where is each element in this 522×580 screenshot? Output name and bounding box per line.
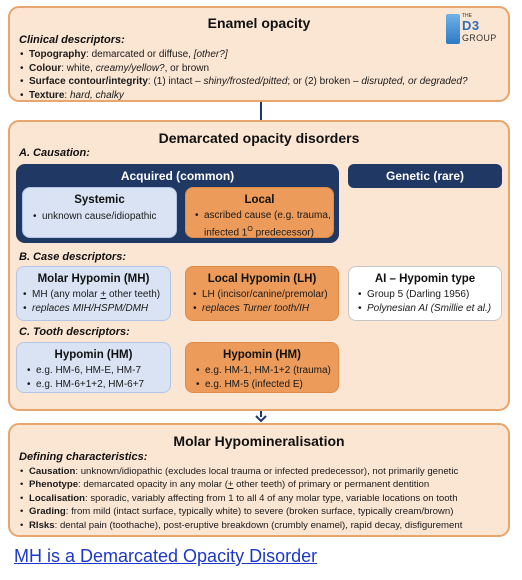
- defining-characteristics-heading: Defining characteristics:: [19, 451, 148, 463]
- enamel-opacity-title: Enamel opacity: [207, 15, 311, 31]
- list-item: e.g. HM-1, HM-1+2 (trauma): [196, 364, 338, 378]
- list-item: Grading: from mild (intact surface, typi…: [20, 505, 504, 519]
- ai-hypomin-title: AI – Hypomin type: [374, 273, 476, 285]
- list-item: e.g. HM-5 (infected E): [196, 378, 338, 392]
- defining-characteristics-list: Causation: unknown/idiopathic (excludes …: [20, 465, 504, 532]
- list-item: Texture: hard, chalky: [20, 89, 490, 103]
- demarcated-opacity-panel: Demarcated opacity disorders A. Causatio…: [8, 120, 510, 411]
- clinical-descriptors-list: Topography: demarcated or diffuse, [othe…: [20, 48, 490, 102]
- list-item: Localisation: sporadic, variably affecti…: [20, 492, 504, 506]
- clinical-descriptors-heading: Clinical descriptors:: [19, 34, 125, 46]
- acquired-group: Acquired (common) Systemic unknown cause…: [16, 164, 339, 243]
- list-item: Polynesian AI (Smillie et al.): [358, 302, 500, 316]
- list-item: MH (any molar + other teeth): [23, 288, 169, 302]
- molar-hypomin-title: Molar Hypomin (MH): [37, 273, 150, 285]
- d3-logo-icon: [446, 14, 460, 44]
- list-item: replaces Turner tooth/IH: [193, 302, 337, 316]
- causation-heading: A. Causation:: [19, 147, 90, 159]
- logo-text-the: THE: [462, 13, 472, 19]
- hypomin-hm-right-box: Hypomin (HM) e.g. HM-1, HM-1+2 (trauma) …: [185, 342, 339, 393]
- list-item: e.g. HM-6, HM-E, HM-7: [27, 364, 169, 378]
- list-item: Surface contour/integrity: (1) intact – …: [20, 75, 490, 89]
- molar-hypomin-box: Molar Hypomin (MH) MH (any molar + other…: [16, 266, 171, 321]
- d3-group-logo: THE D3 GROUP: [446, 13, 500, 45]
- demarcated-opacity-title: Demarcated opacity disorders: [158, 130, 360, 146]
- acquired-title: Acquired (common): [120, 169, 235, 183]
- local-hypomin-title: Local Hypomin (LH): [207, 273, 317, 285]
- local-hypomin-box: Local Hypomin (LH) LH (incisor/canine/pr…: [185, 266, 339, 321]
- list-item: unknown cause/idiopathic: [33, 210, 173, 224]
- list-item: Causation: unknown/idiopathic (excludes …: [20, 465, 504, 479]
- genetic-box: Genetic (rare): [348, 164, 502, 188]
- list-item: e.g. HM-6+1+2, HM-6+7: [27, 378, 169, 392]
- connector-line: [260, 411, 262, 417]
- systemic-box: Systemic unknown cause/idiopathic: [22, 187, 177, 238]
- tooth-descriptors-heading: C. Tooth descriptors:: [19, 326, 130, 338]
- ai-hypomin-box: AI – Hypomin type Group 5 (Darling 1956)…: [348, 266, 502, 321]
- hypomin-hm-left-box: Hypomin (HM) e.g. HM-6, HM-E, HM-7 e.g. …: [16, 342, 171, 393]
- case-descriptors-heading: B. Case descriptors:: [19, 251, 126, 263]
- down-arrow-icon: [255, 415, 267, 423]
- hypomin-hm-title: Hypomin (HM): [223, 349, 301, 361]
- list-item: Group 5 (Darling 1956): [358, 288, 500, 302]
- connector-line: [260, 102, 262, 120]
- logo-text-group: GROUP: [462, 33, 497, 43]
- list-item: RIsks: dental pain (toothache), post-eru…: [20, 519, 504, 533]
- list-item: replaces MIH/HSPM/DMH: [23, 302, 169, 316]
- list-item: Colour: white, creamy/yellow?, or brown: [20, 62, 490, 76]
- molar-hypomineralisation-panel: Molar Hypomineralisation Defining charac…: [8, 423, 510, 537]
- list-item: LH (incisor/canine/premolar): [193, 288, 337, 302]
- caption-link[interactable]: MH is a Demarcated Opacity Disorder: [14, 546, 318, 566]
- hypomin-hm-title: Hypomin (HM): [54, 349, 133, 361]
- list-item: Phenotype: demarcated opacity in any mol…: [20, 478, 504, 492]
- enamel-opacity-panel: Enamel opacity THE D3 GROUP Clinical des…: [8, 6, 510, 102]
- list-item: ascribed cause (e.g. trauma,infected 1O …: [195, 209, 331, 240]
- systemic-title: Systemic: [74, 194, 125, 206]
- logo-text-d3: D3: [462, 18, 480, 33]
- local-title: Local: [244, 194, 275, 206]
- molar-hypomineralisation-title: Molar Hypomineralisation: [173, 433, 345, 449]
- local-box: Local ascribed cause (e.g. trauma,infect…: [185, 187, 334, 238]
- list-item: Topography: demarcated or diffuse, [othe…: [20, 48, 490, 62]
